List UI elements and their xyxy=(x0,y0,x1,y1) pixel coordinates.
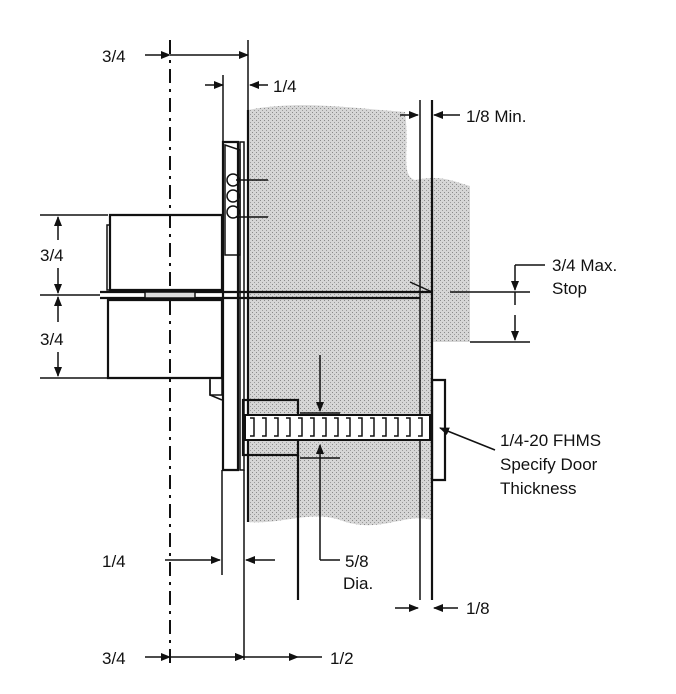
label-bottom-quarter: 1/4 xyxy=(102,552,126,571)
screw xyxy=(241,378,447,600)
label-top-left: 3/4 xyxy=(102,47,126,66)
horizontal-arm xyxy=(100,281,433,300)
label-screw-line1: 1/4-20 FHMS xyxy=(500,431,601,450)
upper-block xyxy=(106,213,224,292)
label-left-upper: 3/4 xyxy=(40,246,64,265)
screw-callout-leader xyxy=(439,427,496,451)
dim-stop xyxy=(450,264,545,343)
dim-top xyxy=(145,40,460,142)
lower-block xyxy=(106,298,224,401)
label-bottom-left: 3/4 xyxy=(102,649,126,668)
label-dia-line1: 5/8 xyxy=(345,552,369,571)
label-screw-line2: Specify Door xyxy=(500,455,598,474)
label-top-quarter: 1/4 xyxy=(273,77,297,96)
label-top-right: 1/8 Min. xyxy=(466,107,526,126)
dim-diameter xyxy=(300,355,340,561)
label-stop-line1: 3/4 Max. xyxy=(552,256,617,275)
label-screw-line3: Thickness xyxy=(500,479,577,498)
door-section xyxy=(246,100,470,600)
label-stop-line2: Stop xyxy=(552,279,587,298)
dim-bottom xyxy=(145,470,458,661)
label-dia-line2: Dia. xyxy=(343,574,373,593)
label-bottom-half: 1/2 xyxy=(330,649,354,668)
label-bottom-eighth: 1/8 xyxy=(466,599,490,618)
label-left-lower: 3/4 xyxy=(40,330,64,349)
dim-left xyxy=(40,214,108,379)
